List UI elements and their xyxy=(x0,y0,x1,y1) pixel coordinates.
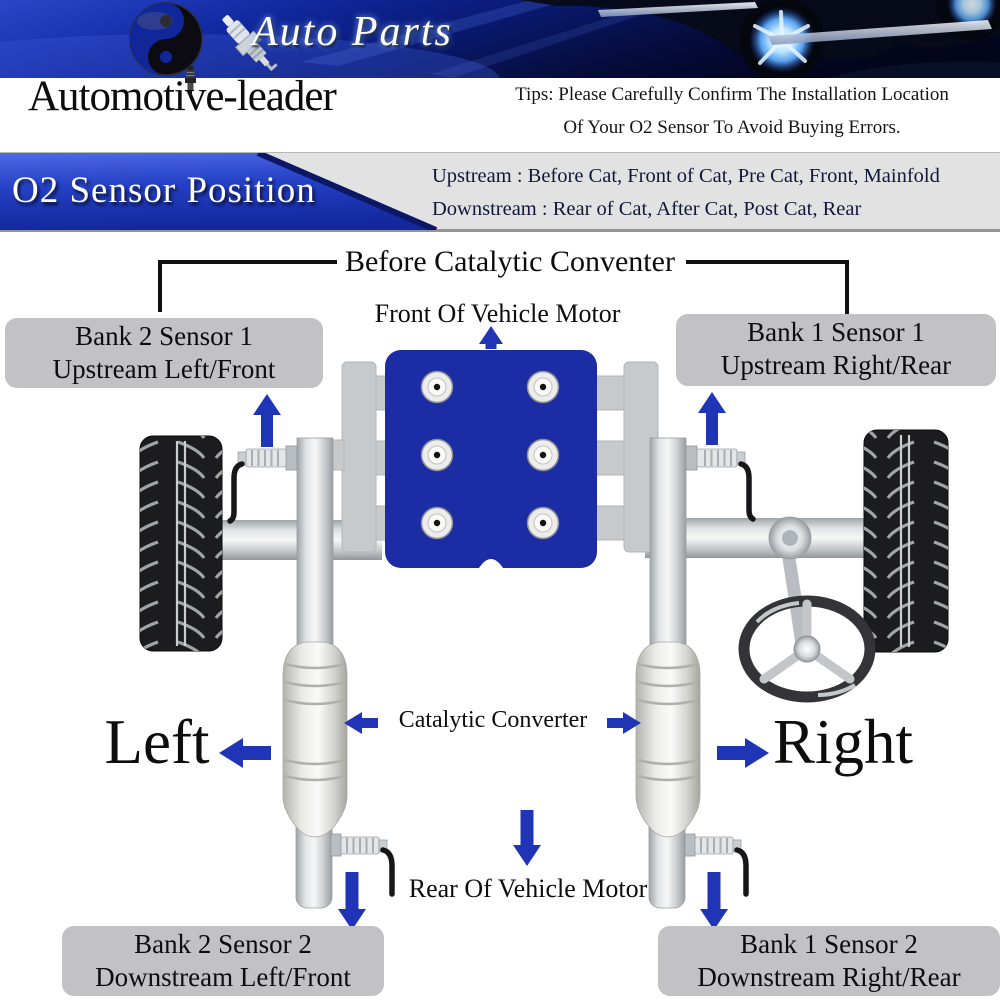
left-arrow-converter-label xyxy=(344,712,378,734)
down-arrow-downstream-right xyxy=(700,872,728,930)
right-tire xyxy=(863,429,949,653)
upstream-definition: Upstream : Before Cat, Front of Cat, Pre… xyxy=(432,165,940,187)
brand-spark-plug-icon xyxy=(185,66,196,96)
sensor-box-line1: Bank 1 Sensor 1 xyxy=(747,317,925,347)
down-arrow-downstream-left xyxy=(338,872,366,930)
left-tire xyxy=(139,435,223,652)
tips-line-1: Tips: Please Carefully Confirm The Insta… xyxy=(515,84,949,105)
sensor-cable xyxy=(734,847,749,897)
banner-title: Auto Parts xyxy=(252,9,453,55)
banner-light-glow xyxy=(0,34,500,78)
sensor-box-line2: Downstream Right/Rear xyxy=(697,962,961,992)
right-downpipe xyxy=(649,437,687,669)
sensor-box-bank1-sensor1: Bank 1 Sensor 1 Upstream Right/Rear xyxy=(676,314,996,386)
o2-sensor-downstream-left xyxy=(330,833,395,897)
steering-joint-center xyxy=(782,530,798,546)
sensor-box-bank2-sensor2: Bank 2 Sensor 2 Downstream Left/Front xyxy=(62,926,384,996)
o2-sensor-downstream-right xyxy=(684,833,749,897)
sensor-box-line2: Downstream Left/Front xyxy=(95,962,351,992)
position-definitions: Upstream : Before Cat, Front of Cat, Pre… xyxy=(432,160,940,226)
before-catalytic-caption: Before Catalytic Conventer xyxy=(345,245,675,278)
down-arrow-rear-motor xyxy=(513,810,541,866)
steering-wheel xyxy=(738,595,876,703)
tips-note: Tips: Please Carefully Confirm The Insta… xyxy=(470,84,994,139)
position-banner-title: O2 Sensor Position xyxy=(12,170,316,211)
light-streak xyxy=(300,0,568,66)
up-arrow-upstream-right xyxy=(698,392,726,445)
up-arrow-upstream-left xyxy=(253,394,281,447)
chrome-trim xyxy=(768,20,992,45)
up-arrow-front-motor xyxy=(479,326,503,349)
light-streak xyxy=(430,8,662,78)
engine-bolts xyxy=(420,370,560,540)
downstream-definition: Downstream : Rear of Cat, After Cat, Pos… xyxy=(432,198,862,220)
sensor-box-line1: Bank 1 Sensor 2 xyxy=(740,929,918,959)
sensor-cable xyxy=(227,461,245,524)
brand-row: Automotive-leader Tips: Please Carefully… xyxy=(0,66,1000,152)
brand-banner: Auto Parts xyxy=(0,0,1000,78)
sensor-box-line1: Bank 2 Sensor 2 xyxy=(134,929,312,959)
o2-sensor-upstream-right xyxy=(685,445,756,522)
swirl-logo xyxy=(129,2,203,76)
sensor-box-line1: Bank 2 Sensor 1 xyxy=(75,321,253,351)
position-banner-blue-ribbon xyxy=(0,153,438,230)
sports-car-image xyxy=(520,0,1000,78)
sensor-cable xyxy=(380,847,395,897)
right-catalytic-converter xyxy=(635,641,701,838)
right-side-label: Right xyxy=(772,707,914,777)
o2-sensor-upstream-left xyxy=(227,445,298,524)
brand-name: Automotive-leader xyxy=(28,73,337,120)
sensor-box-bank1-sensor2: Bank 1 Sensor 2 Downstream Right/Rear xyxy=(658,926,1000,996)
left-arrow-left-label xyxy=(219,738,271,768)
engine-block xyxy=(385,350,597,568)
spark-plug-icon xyxy=(222,15,278,72)
banner-art xyxy=(0,0,1000,78)
sensor-box-bank2-sensor1: Bank 2 Sensor 1 Upstream Left/Front xyxy=(5,318,323,388)
catalytic-converter-label: Catalytic Converter xyxy=(398,707,588,733)
left-downpipe xyxy=(296,437,334,669)
chassis-diagram xyxy=(139,260,949,930)
front-of-motor-label: Front Of Vehicle Motor xyxy=(374,299,621,328)
tips-line-2: Of Your O2 Sensor To Avoid Buying Errors… xyxy=(563,117,901,138)
position-banner: O2 Sensor Position Upstream : Before Cat… xyxy=(0,152,1000,232)
chrome-trim xyxy=(598,2,758,17)
caption-bracket xyxy=(158,260,849,314)
right-arrow-right-label xyxy=(717,738,769,768)
rear-of-motor-label: Rear Of Vehicle Motor xyxy=(408,874,648,903)
left-side-label: Left xyxy=(104,707,210,777)
sensor-box-line2: Upstream Right/Rear xyxy=(720,350,952,380)
right-arrow-converter-label xyxy=(607,712,641,734)
sensor-box-line2: Upstream Left/Front xyxy=(52,354,276,384)
sensor-cable xyxy=(738,461,756,522)
left-catalytic-converter xyxy=(282,641,348,838)
